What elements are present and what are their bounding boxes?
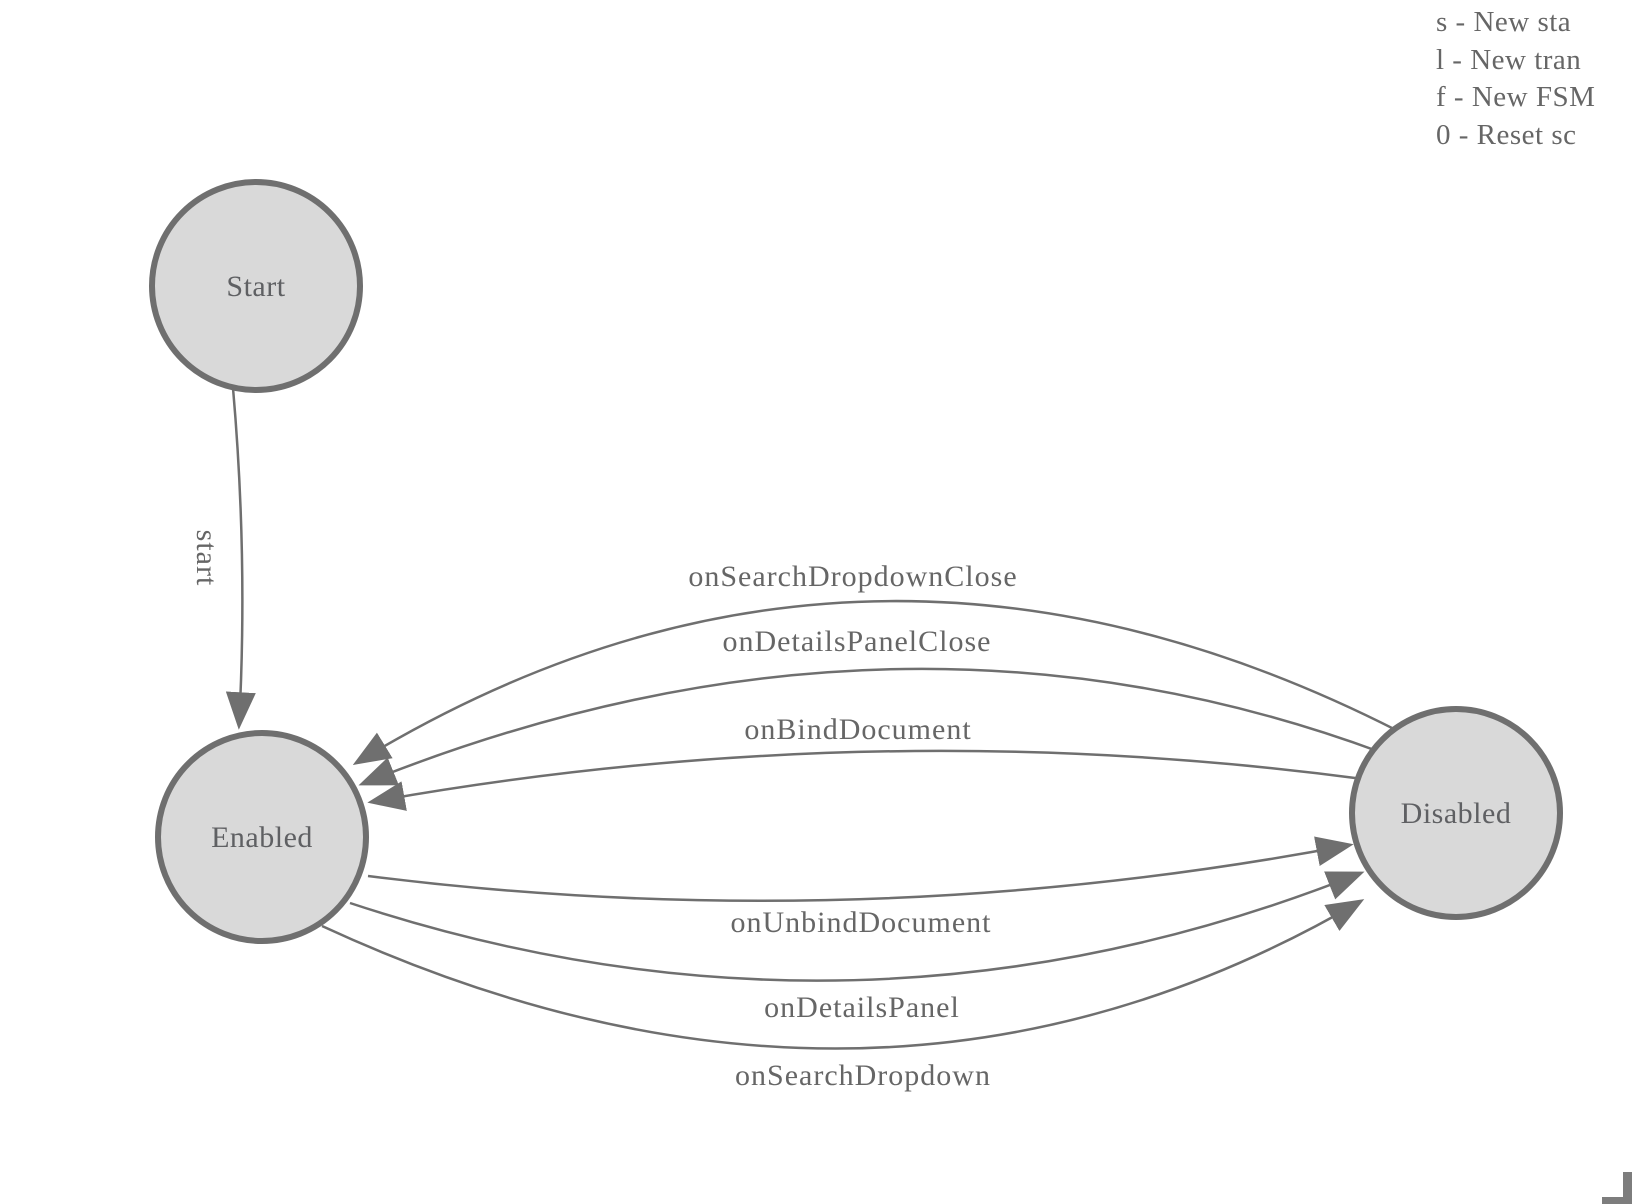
state-circle-enabled[interactable] (155, 730, 369, 944)
state-label-disabled: Disabled (1401, 797, 1512, 830)
state-node-start[interactable]: Start (149, 179, 363, 393)
state-node-disabled[interactable]: Disabled (1349, 706, 1563, 920)
legend-item-reset-scale: 0 - Reset sc (1436, 118, 1577, 151)
edge-on-details-panel[interactable] (349, 871, 1365, 982)
edge-label-on-search-dropdown-close: onSearchDropdownClose (688, 560, 1017, 593)
edge-on-search-dropdown[interactable] (321, 899, 1365, 1050)
edge-label-start: start (190, 530, 223, 587)
legend-item-new-fsm: f - New FSM (1436, 81, 1596, 113)
canvas-corner-mark (1602, 1172, 1632, 1204)
edge-on-bind-document[interactable] (367, 749, 1364, 811)
legend-item-new-transition: l - New tran (1436, 43, 1582, 76)
edge-label-on-unbind-document: onUnbindDocument (731, 906, 992, 939)
transition-edges (225, 387, 1399, 1050)
state-circle-start[interactable] (149, 179, 363, 393)
state-circle-disabled[interactable] (1349, 706, 1563, 920)
state-label-start: Start (226, 270, 285, 303)
edge-label-on-details-panel: onDetailsPanel (764, 991, 960, 1024)
keyboard-shortcuts-legend: s - New sta l - New tran f - New FSM 0 -… (1436, 4, 1595, 154)
legend-item-new-state: s - New sta (1436, 6, 1572, 38)
state-node-enabled[interactable]: Enabled (155, 730, 369, 944)
edge-start-transition[interactable] (225, 387, 256, 730)
transition-labels: start onSearchDropdownClose onDetailsPan… (190, 530, 1017, 1092)
edge-on-unbind-document[interactable] (367, 836, 1354, 903)
state-label-enabled: Enabled (211, 821, 313, 854)
edge-on-search-dropdown-close[interactable] (352, 599, 1399, 765)
corner-mark-horizontal-bar (1602, 1197, 1632, 1204)
edge-on-details-panel-close[interactable] (358, 667, 1381, 786)
edge-label-on-details-panel-close: onDetailsPanelClose (723, 625, 992, 658)
edge-label-on-search-dropdown: onSearchDropdown (735, 1059, 991, 1092)
corner-mark-vertical-bar (1623, 1172, 1632, 1204)
edge-label-on-bind-document: onBindDocument (744, 713, 971, 746)
